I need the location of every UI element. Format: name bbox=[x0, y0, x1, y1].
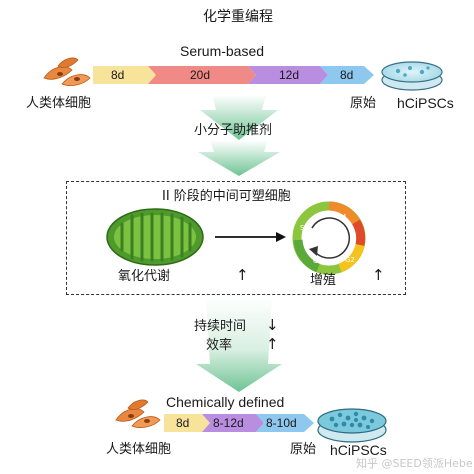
duration-arrow: ↓ bbox=[266, 316, 279, 334]
funnel-arrow-1 bbox=[200, 95, 278, 140]
top-segment-4-label: 8d bbox=[340, 68, 354, 82]
top-method-label: Serum-based bbox=[180, 43, 265, 59]
funnel-arrow-2 bbox=[198, 140, 280, 176]
top-segment-1-label: 8d bbox=[111, 68, 125, 82]
mitochondrion-icon bbox=[106, 208, 204, 266]
top-source-cells-icon bbox=[43, 57, 91, 86]
small-molecule-step: 小分子助推剂 bbox=[194, 123, 273, 138]
phase-g1-label: G1 bbox=[313, 257, 323, 265]
phase-s-label: S bbox=[300, 224, 305, 232]
efficiency-arrow: ↑ bbox=[266, 335, 279, 353]
top-segment-1 bbox=[93, 66, 156, 84]
top-segment-3 bbox=[248, 66, 328, 84]
top-timeline-arrow bbox=[93, 66, 374, 84]
bottom-dish-icon bbox=[317, 408, 387, 443]
top-start-label: 人类体细胞 bbox=[26, 96, 92, 111]
box-title: II 阶段的中间可塑细胞 bbox=[162, 189, 291, 204]
intermediate-cell-box bbox=[66, 181, 406, 295]
bottom-method-label: Chemically defined bbox=[166, 394, 285, 410]
top-segment-2-label: 20d bbox=[190, 68, 211, 82]
bottom-segment-1-label: 8d bbox=[176, 416, 190, 430]
duration-label: 持续时间 bbox=[194, 319, 247, 334]
proliferation-up-arrow: ↑ bbox=[372, 266, 385, 284]
top-segment-4 bbox=[320, 66, 374, 84]
bottom-source-cells-icon bbox=[115, 399, 161, 428]
watermark: 知乎 @SEED领派Hebe bbox=[356, 457, 473, 470]
bottom-segment-2 bbox=[202, 414, 264, 432]
bottom-end-label: hCiPSCs bbox=[330, 442, 387, 458]
phase-g2-label: G2 bbox=[345, 256, 355, 264]
proliferation-label: 增殖 bbox=[310, 273, 337, 288]
process-arrow bbox=[215, 232, 286, 242]
bottom-segment-1 bbox=[164, 414, 210, 432]
oxidative-metabolism-label: 氧化代谢 bbox=[118, 269, 171, 284]
top-dish-icon bbox=[381, 61, 443, 91]
top-origin-label: 原始 bbox=[350, 96, 377, 111]
efficiency-label: 效率 bbox=[206, 338, 233, 353]
bottom-segment-3-label: 8-10d bbox=[266, 416, 297, 430]
funnel-arrow-3 bbox=[196, 297, 282, 392]
bottom-start-label: 人类体细胞 bbox=[106, 442, 172, 457]
top-segment-2 bbox=[148, 66, 256, 84]
top-segment-3-label: 12d bbox=[279, 68, 300, 82]
diagram-title: 化学重编程 bbox=[203, 9, 273, 25]
bottom-origin-label: 原始 bbox=[290, 442, 317, 457]
phase-m-label: M bbox=[340, 213, 347, 221]
bottom-segment-3 bbox=[256, 414, 314, 432]
bottom-timeline-arrow bbox=[164, 414, 314, 432]
bottom-segment-2-label: 8-12d bbox=[213, 416, 244, 430]
cell-cycle-icon bbox=[292, 201, 366, 275]
top-end-label: hCiPSCs bbox=[397, 95, 454, 111]
oxidative-metabolism-up-arrow: ↑ bbox=[236, 266, 249, 284]
